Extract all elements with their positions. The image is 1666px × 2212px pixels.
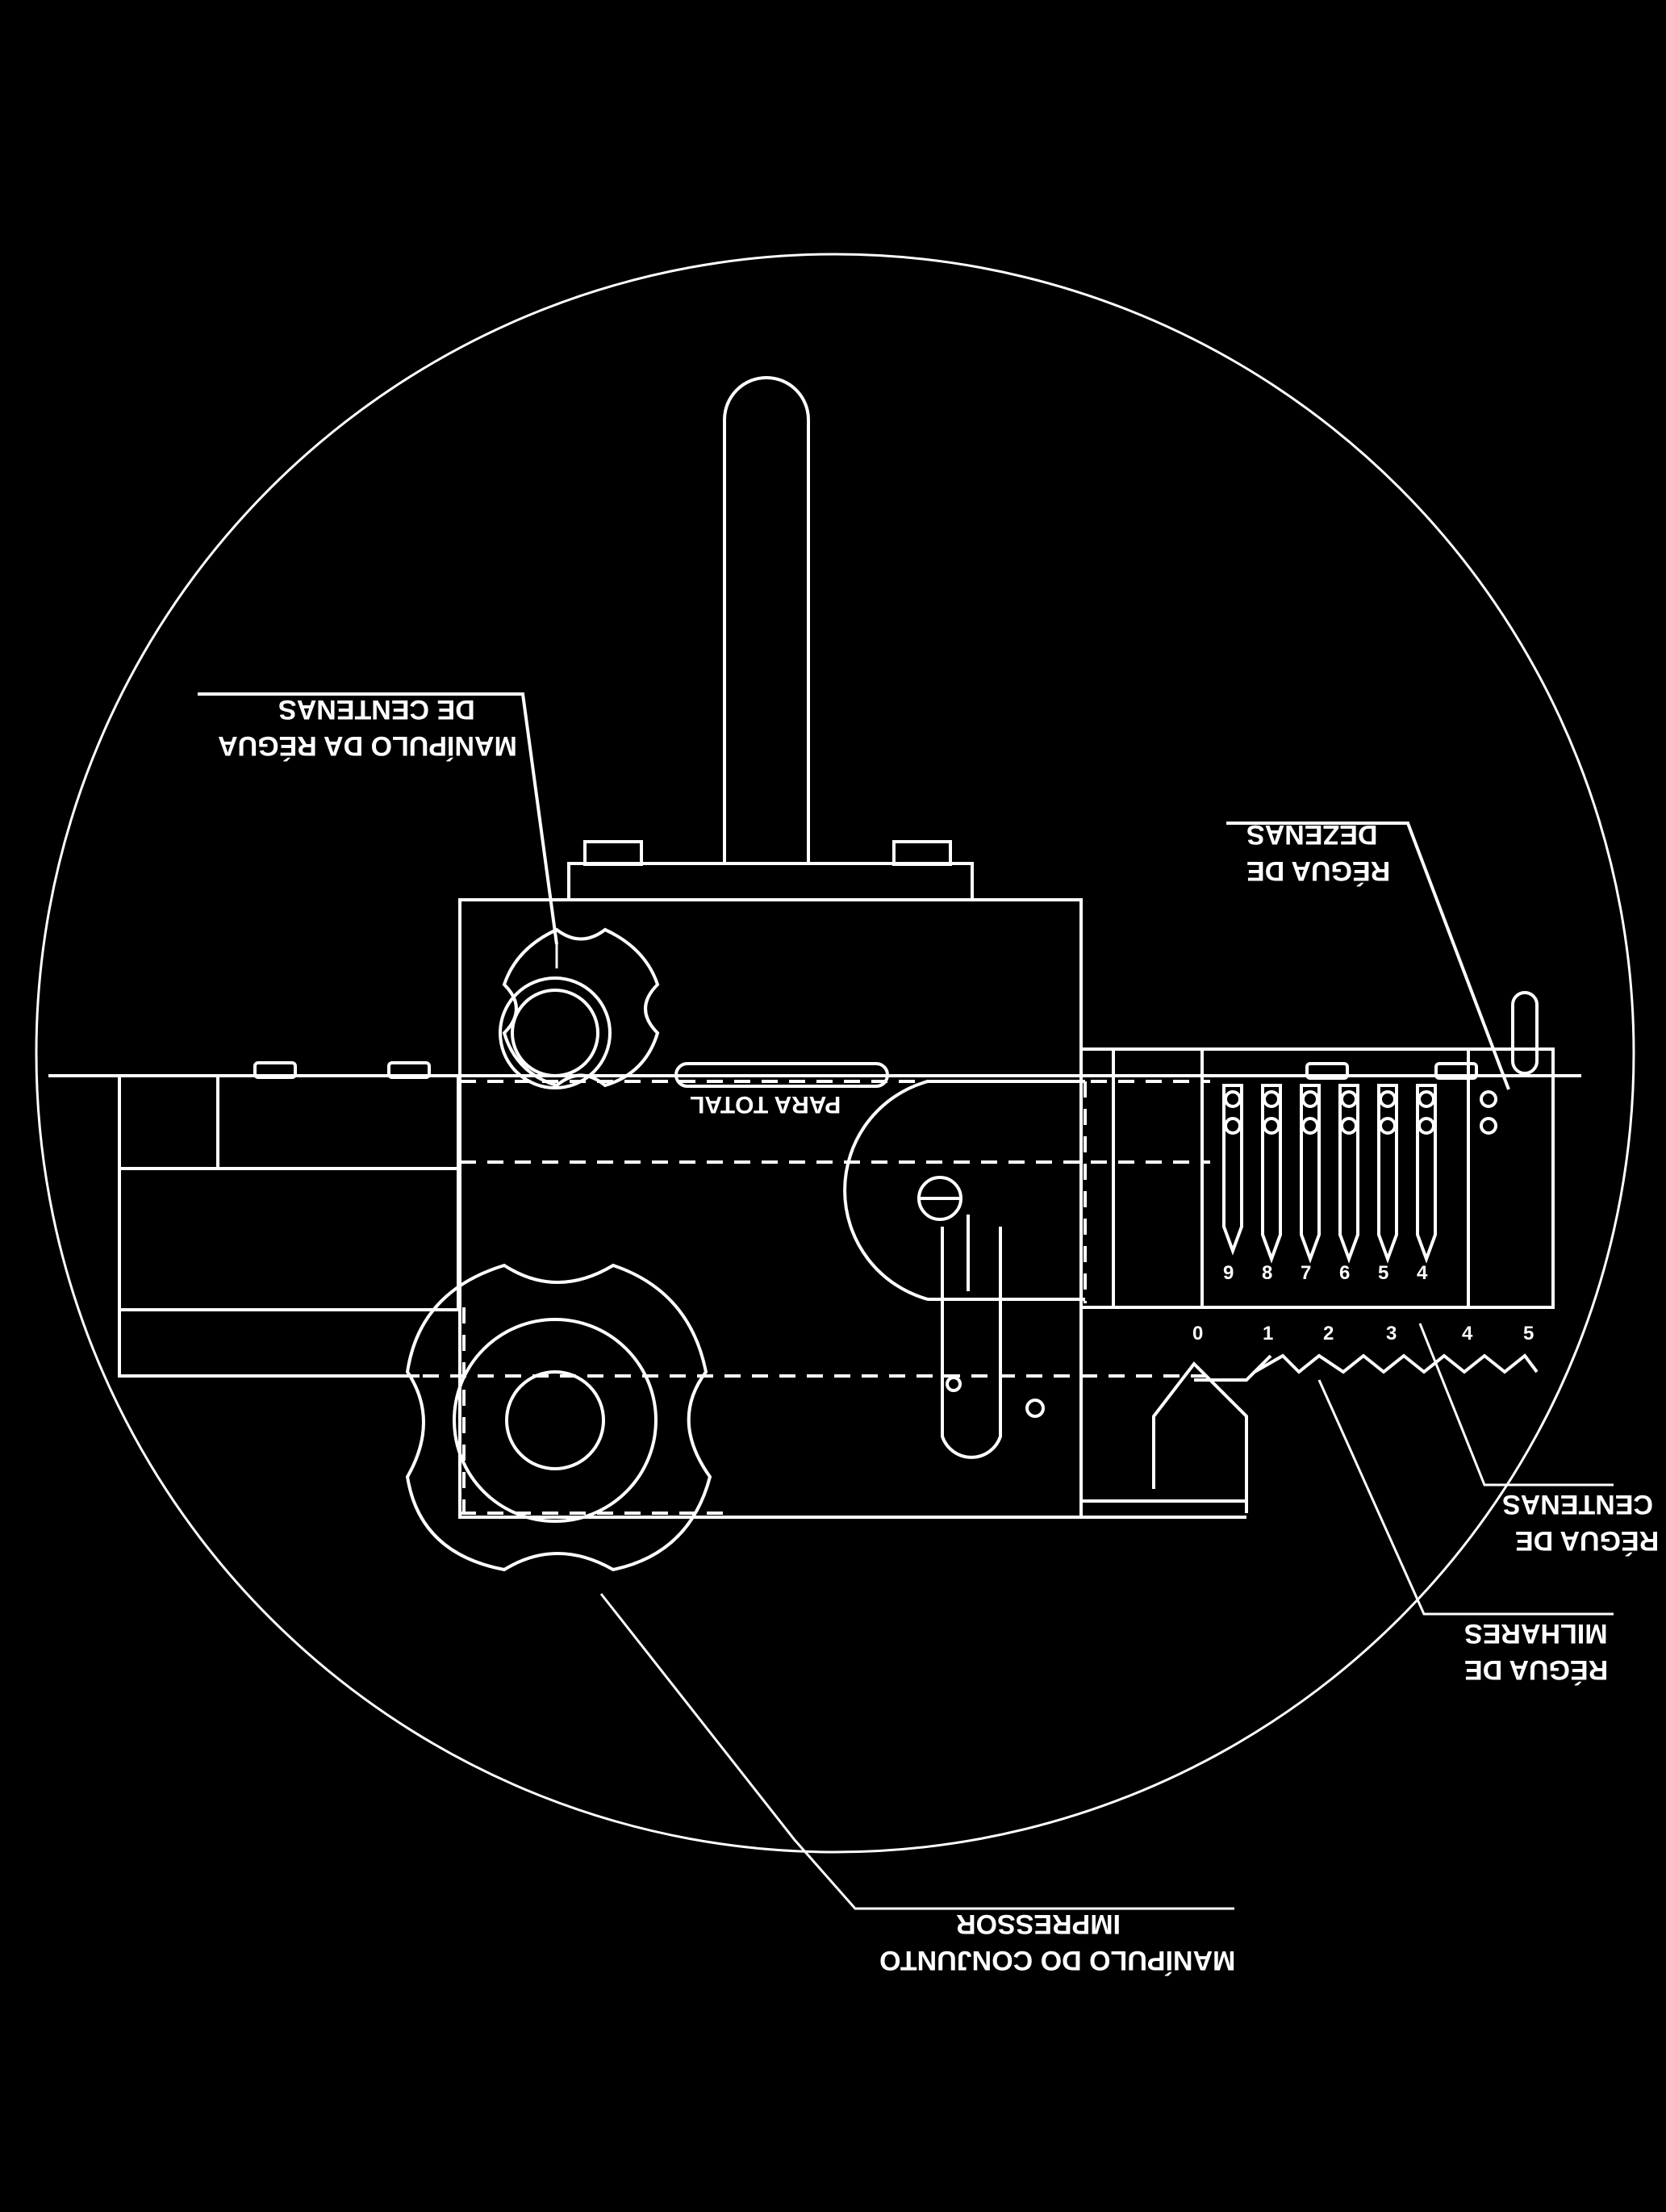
central-block — [458, 898, 1083, 1519]
svg-text:RÉGUA DE: RÉGUA DE — [1464, 1654, 1608, 1685]
leader-dezenas — [1226, 822, 1510, 1090]
svg-text:7: 7 — [1301, 1262, 1311, 1284]
leader-milhares — [1317, 1379, 1614, 1616]
svg-text:MANÍPULO DA RÉGUA: MANÍPULO DA RÉGUA — [218, 730, 517, 761]
small-hole — [1025, 1399, 1045, 1418]
rail-lower-left — [118, 1167, 460, 1311]
label-slot: PARA TOTAL — [690, 1091, 841, 1118]
bolt-right — [892, 840, 952, 866]
svg-text:2: 2 — [1323, 1323, 1334, 1344]
label-impressor: IMPRESSOR MANÍPULO DO CONJUNTO — [879, 1909, 1235, 1976]
svg-text:8: 8 — [1262, 1262, 1272, 1284]
upright-handle — [723, 376, 810, 863]
cam-pin — [917, 1176, 962, 1221]
rack-teeth — [1194, 1353, 1539, 1382]
svg-text:1: 1 — [1263, 1323, 1273, 1344]
svg-text:4: 4 — [1462, 1323, 1473, 1344]
svg-text:CENTENAS: CENTENAS — [1502, 1489, 1653, 1520]
cam-plate — [843, 1080, 1085, 1301]
svg-text:4: 4 — [1417, 1262, 1428, 1284]
cam-slot — [941, 1215, 1002, 1459]
svg-text:RÉGUA DE: RÉGUA DE — [1515, 1525, 1659, 1556]
total-slot — [674, 1062, 889, 1088]
comb-digits: 9 8 7 6 5 4 0 — [1223, 1262, 1428, 1284]
svg-text:5: 5 — [1523, 1323, 1534, 1344]
svg-text:DE CENTENAS: DE CENTENAS — [278, 694, 475, 725]
svg-text:MANÍPULO DO CONJUNTO: MANÍPULO DO CONJUNTO — [879, 1945, 1235, 1976]
rack-pointer — [1152, 1361, 1248, 1513]
dezenas-lever — [1511, 991, 1539, 1075]
outer-circle — [35, 253, 1635, 1854]
label-centenas-top: DE CENTENAS MANÍPULO DA RÉGUA — [218, 694, 517, 761]
leader-centenas — [1418, 1323, 1614, 1487]
label-centenas: CENTENAS RÉGUA DE — [1502, 1489, 1659, 1556]
svg-text:MILHARES: MILHARES — [1464, 1618, 1608, 1649]
svg-text:6: 6 — [1339, 1262, 1350, 1284]
comb-fingers — [1222, 1084, 1497, 1264]
svg-text:3: 3 — [1386, 1323, 1397, 1344]
rail-left-block — [118, 1074, 460, 1170]
comb-housing — [1200, 1047, 1470, 1309]
centenas-knob — [502, 927, 660, 1088]
label-dezenas: DEZENAS RÉGUA DE — [1246, 819, 1390, 886]
svg-text:5: 5 — [1378, 1262, 1388, 1284]
top-plate — [567, 862, 974, 901]
right-block — [1079, 1047, 1555, 1309]
svg-text:0: 0 — [1192, 1323, 1203, 1344]
svg-text:RÉGUA DE: RÉGUA DE — [1246, 855, 1390, 886]
impressor-knob — [405, 1263, 712, 1572]
svg-text:9: 9 — [1223, 1262, 1234, 1284]
leader-impressor — [599, 1593, 1234, 1910]
leader-centenas-top — [198, 692, 558, 945]
label-milhares: MILHARES RÉGUA DE — [1464, 1618, 1608, 1685]
svg-text:IMPRESSOR: IMPRESSOR — [956, 1909, 1121, 1939]
rack-digits: 0 1 2 3 4 5 — [1192, 1323, 1534, 1344]
bolt-left — [583, 840, 643, 866]
svg-text:DEZENAS: DEZENAS — [1246, 819, 1377, 850]
